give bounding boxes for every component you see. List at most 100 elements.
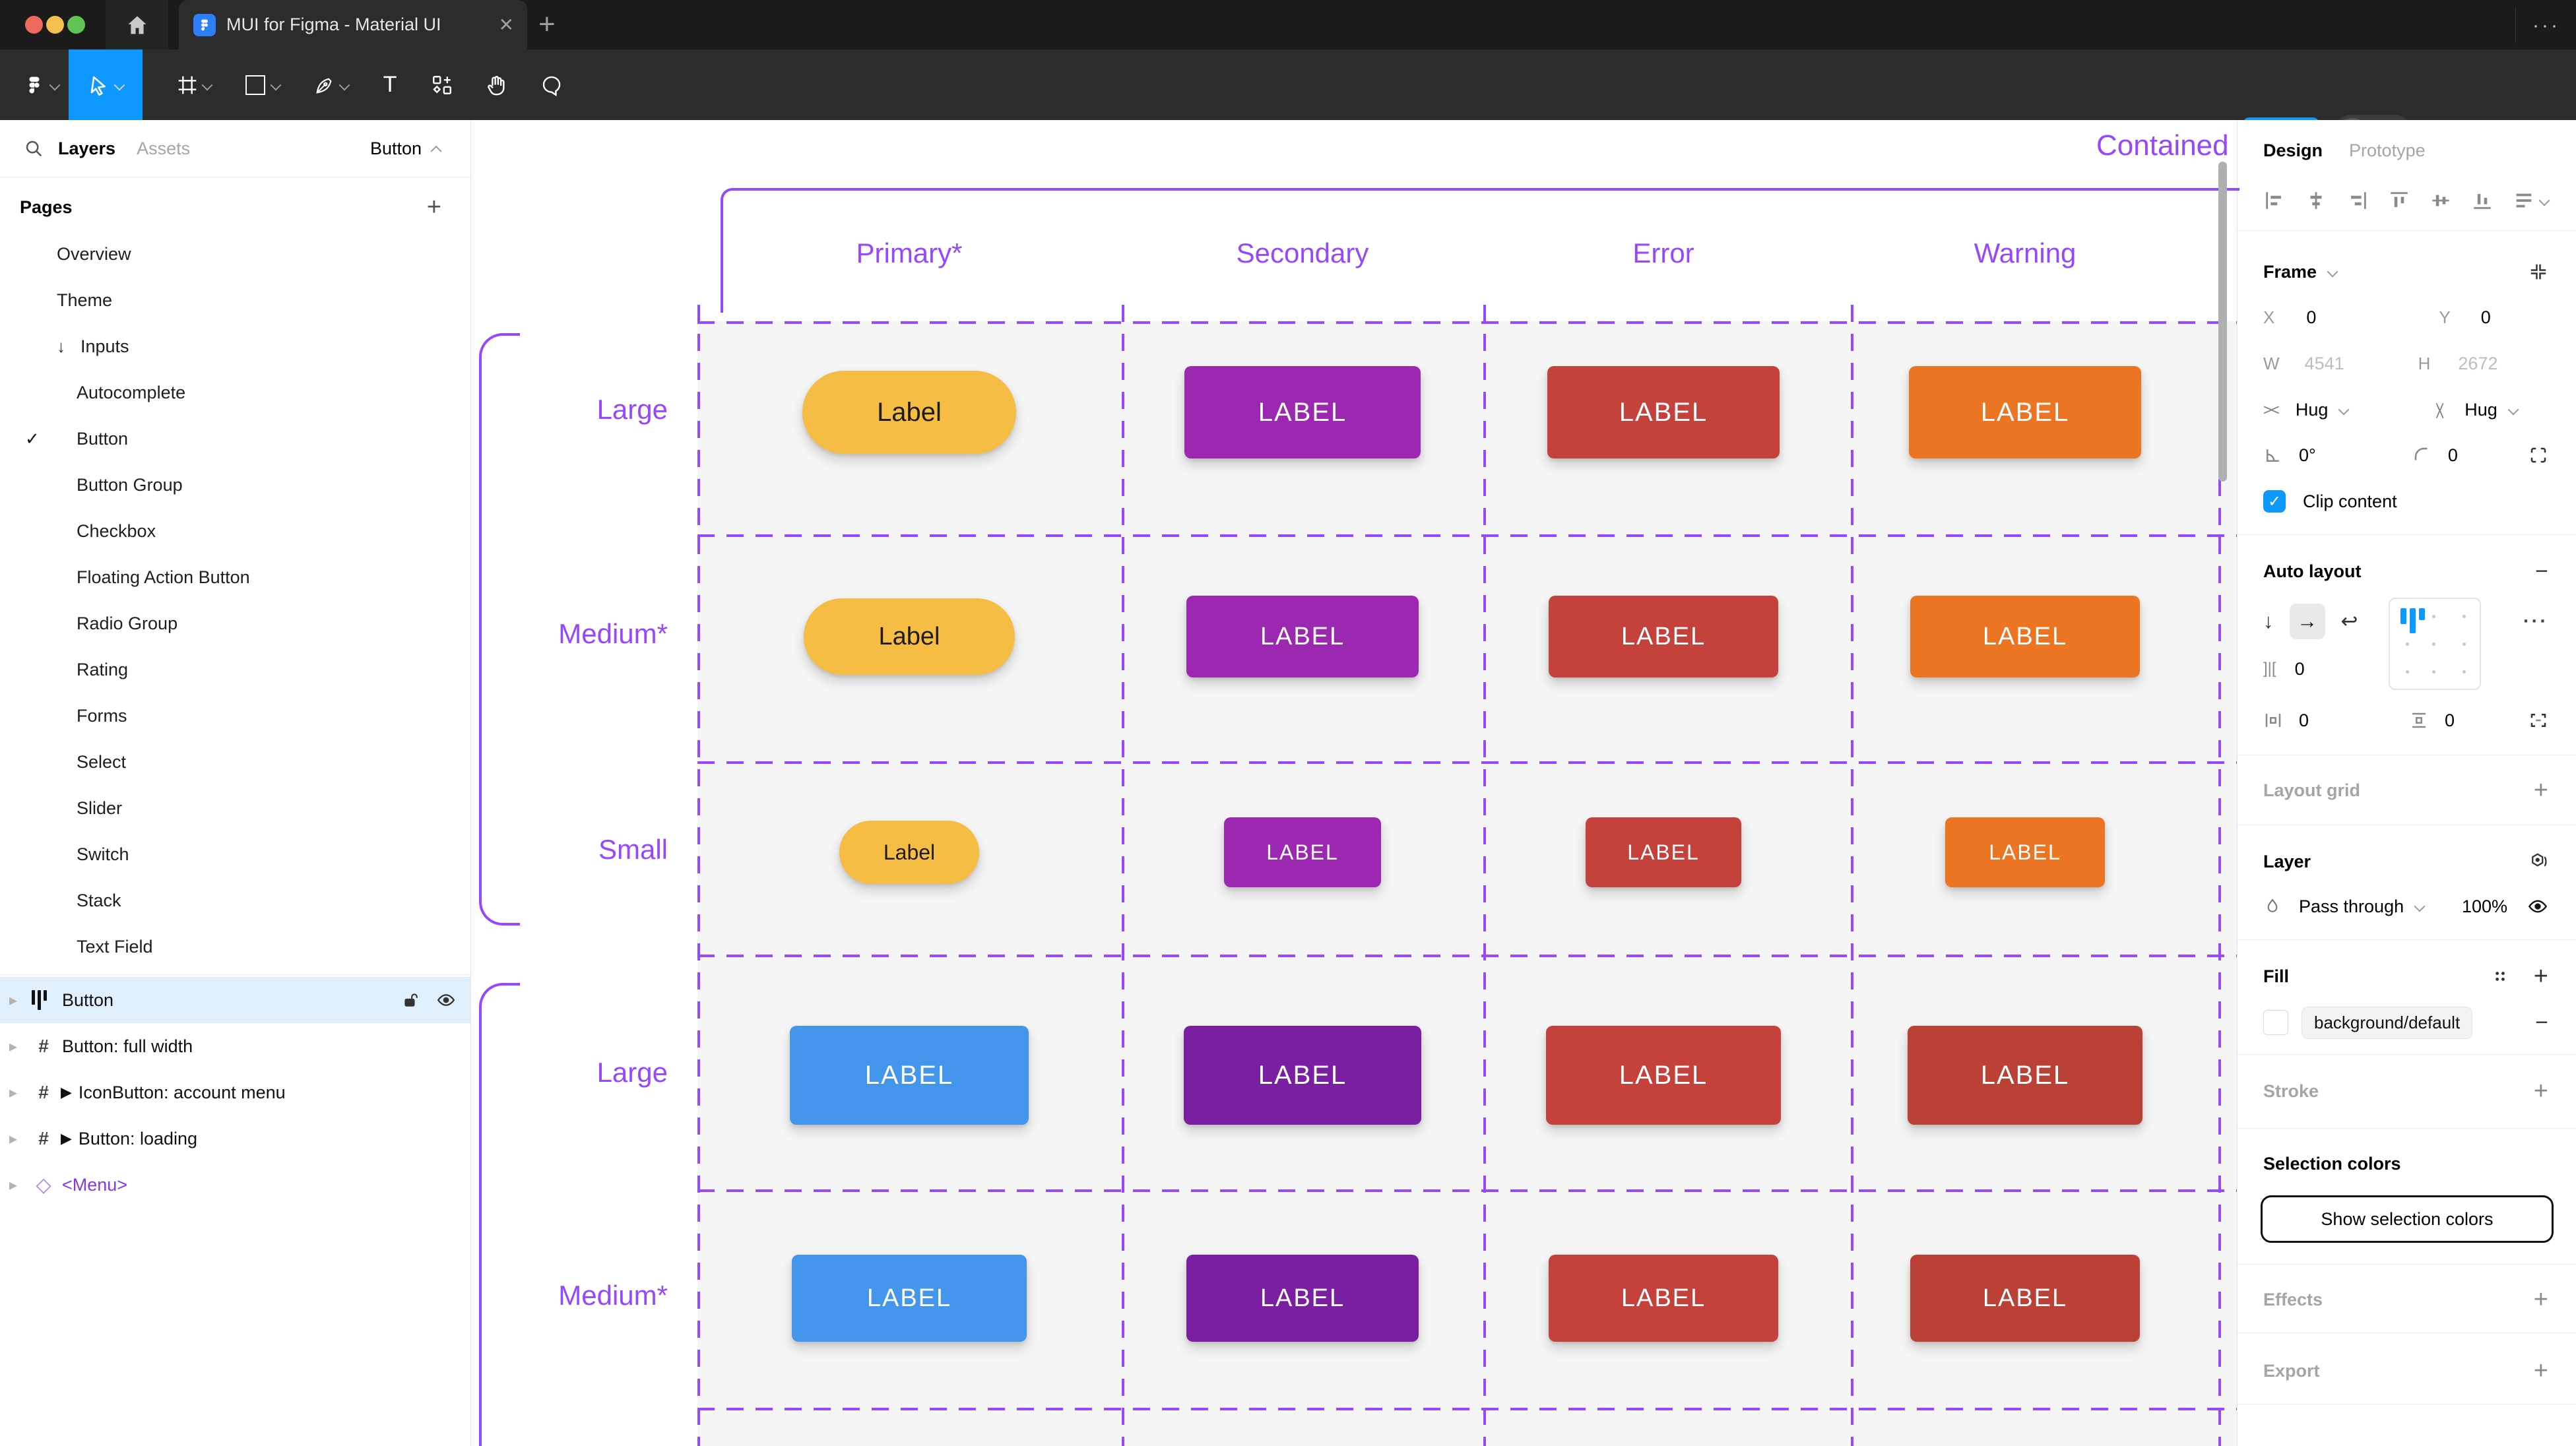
canvas-button-error-2[interactable]: LABEL (1586, 817, 1741, 887)
canvas-button-warning-4[interactable]: LABEL (1910, 1255, 2140, 1342)
add-fill-button[interactable]: + (2533, 962, 2548, 990)
align-bottom-icon[interactable] (2471, 189, 2494, 212)
canvas-button-error-4[interactable]: LABEL (1549, 1255, 1778, 1342)
distribute-icon[interactable] (2513, 189, 2550, 212)
canvas-scrollbar[interactable] (2218, 162, 2227, 482)
add-layout-grid-button[interactable]: + (2533, 776, 2548, 804)
canvas-button-warning-3[interactable]: LABEL (1908, 1026, 2142, 1125)
align-top-icon[interactable] (2388, 189, 2410, 212)
align-v-center-icon[interactable] (2430, 189, 2452, 212)
y-input[interactable]: 0 (2480, 307, 2491, 327)
canvas-button-primary-4[interactable]: LABEL (792, 1255, 1027, 1342)
direction-vertical-icon[interactable]: ↓ (2263, 610, 2274, 633)
page-item-button[interactable]: ✓Button (0, 416, 470, 462)
layer-expander-icon[interactable]: ▸ (9, 1083, 18, 1102)
opacity-input[interactable]: 100% (2461, 896, 2507, 916)
canvas-button-primary-2[interactable]: Label (839, 821, 979, 884)
layer-expander-icon[interactable]: ▸ (9, 991, 18, 1009)
align-h-center-icon[interactable] (2305, 189, 2327, 212)
move-tool-button[interactable] (69, 49, 143, 120)
add-export-button[interactable]: + (2533, 1357, 2548, 1385)
canvas-button-primary-0[interactable]: Label (802, 371, 1016, 454)
fill-color-swatch[interactable] (2263, 1010, 2288, 1035)
canvas-button-error-3[interactable]: LABEL (1546, 1026, 1781, 1125)
wrap-icon[interactable]: ↩ (2340, 610, 2358, 633)
page-item-switch[interactable]: Switch (0, 831, 470, 877)
w-input[interactable]: 4541 (2304, 353, 2344, 373)
canvas-button-error-1[interactable]: LABEL (1549, 596, 1778, 677)
canvas-button-warning-1[interactable]: LABEL (1910, 596, 2140, 677)
independent-padding-icon[interactable] (2528, 710, 2548, 730)
shape-tool-button[interactable] (230, 49, 296, 120)
main-menu-button[interactable] (17, 49, 66, 120)
unlock-icon[interactable] (402, 991, 419, 1009)
comment-tool-button[interactable] (525, 49, 578, 120)
page-item-autocomplete[interactable]: Autocomplete (0, 369, 470, 416)
page-item-select[interactable]: Select (0, 739, 470, 785)
blend-mode-icon[interactable] (2528, 852, 2548, 871)
hand-tool-button[interactable] (470, 49, 523, 120)
tab-design[interactable]: Design (2263, 140, 2323, 160)
gap-input[interactable]: 0 (2294, 658, 2305, 679)
clip-content-checkbox[interactable]: ✓ (2263, 490, 2286, 513)
remove-fill-button[interactable]: − (2535, 1009, 2548, 1035)
canvas-button-secondary-3[interactable]: LABEL (1184, 1026, 1421, 1125)
page-item-radio-group[interactable]: Radio Group (0, 600, 470, 646)
canvas-button-primary-3[interactable]: LABEL (790, 1026, 1029, 1125)
canvas-button-secondary-0[interactable]: LABEL (1184, 366, 1421, 458)
rotation-input[interactable]: 0° (2299, 445, 2316, 465)
tab-assets[interactable]: Assets (137, 138, 191, 158)
fill-styles-icon[interactable] (2493, 969, 2507, 984)
canvas-button-error-0[interactable]: LABEL (1547, 366, 1780, 458)
x-input[interactable]: 0 (2306, 307, 2317, 327)
visibility-eye-icon[interactable] (436, 990, 456, 1010)
layer-expander-icon[interactable]: ▸ (9, 1176, 18, 1194)
layer-expander-icon[interactable]: ▸ (9, 1129, 18, 1148)
layer-item-iconbutton-account-menu[interactable]: ▸#▶IconButton: account menu (0, 1069, 470, 1116)
blend-mode-select[interactable]: Pass through (2299, 896, 2404, 916)
actions-tool-button[interactable] (416, 49, 468, 120)
align-right-icon[interactable] (2346, 189, 2369, 212)
add-page-button[interactable]: + (426, 193, 441, 221)
add-stroke-button[interactable]: + (2533, 1077, 2548, 1105)
horizontal-padding-input[interactable]: 0 (2299, 710, 2309, 730)
layer-visibility-icon[interactable] (2527, 896, 2548, 917)
canvas-button-secondary-4[interactable]: LABEL (1186, 1255, 1419, 1342)
h-input[interactable]: 2672 (2458, 353, 2498, 373)
layer-expander-icon[interactable]: ▸ (9, 1037, 18, 1055)
page-item-text-field[interactable]: Text Field (0, 924, 470, 970)
tab-prototype[interactable]: Prototype (2349, 140, 2426, 160)
canvas-frame-title[interactable]: Contained (2096, 129, 2229, 162)
new-tab-button[interactable]: + (538, 8, 556, 40)
layer-item-button-loading[interactable]: ▸#▶Button: loading (0, 1116, 470, 1162)
page-item-rating[interactable]: Rating (0, 646, 470, 693)
direction-horizontal-icon[interactable]: → (2289, 604, 2325, 639)
canvas-button-secondary-2[interactable]: LABEL (1224, 817, 1381, 887)
auto-layout-more-icon[interactable]: ··· (2523, 610, 2548, 632)
page-selector[interactable]: Button (370, 139, 442, 159)
page-item-overview[interactable]: Overview (0, 231, 470, 277)
text-tool-button[interactable]: T (367, 49, 413, 120)
canvas-button-secondary-1[interactable]: LABEL (1186, 596, 1419, 677)
page-item-button-group[interactable]: Button Group (0, 462, 470, 508)
canvas-button-warning-0[interactable]: LABEL (1909, 366, 2141, 458)
home-button[interactable] (106, 0, 168, 49)
independent-corners-icon[interactable] (2528, 445, 2548, 465)
layer-item-button[interactable]: ▸Button (0, 977, 470, 1023)
page-item-checkbox[interactable]: Checkbox (0, 508, 470, 554)
frame-type-label[interactable]: Frame (2263, 261, 2317, 282)
page-item-inputs[interactable]: ↓Inputs (0, 323, 470, 369)
canvas-button-warning-2[interactable]: LABEL (1945, 817, 2105, 887)
search-icon[interactable] (24, 139, 44, 158)
page-collapse-arrow-icon[interactable]: ↓ (57, 336, 65, 356)
frame-tool-button[interactable] (161, 49, 227, 120)
collapse-icon[interactable] (2528, 262, 2548, 282)
page-item-stack[interactable]: Stack (0, 877, 470, 924)
hug-height-select[interactable]: Hug (2464, 399, 2497, 420)
remove-auto-layout-button[interactable]: − (2535, 558, 2548, 584)
fill-style-token[interactable]: background/default (2302, 1006, 2473, 1039)
auto-layout-alignment-widget[interactable] (2389, 598, 2481, 690)
tab-close-icon[interactable]: ✕ (498, 15, 514, 35)
page-item-theme[interactable]: Theme (0, 277, 470, 323)
fill-row[interactable]: background/default − (2263, 1003, 2548, 1042)
